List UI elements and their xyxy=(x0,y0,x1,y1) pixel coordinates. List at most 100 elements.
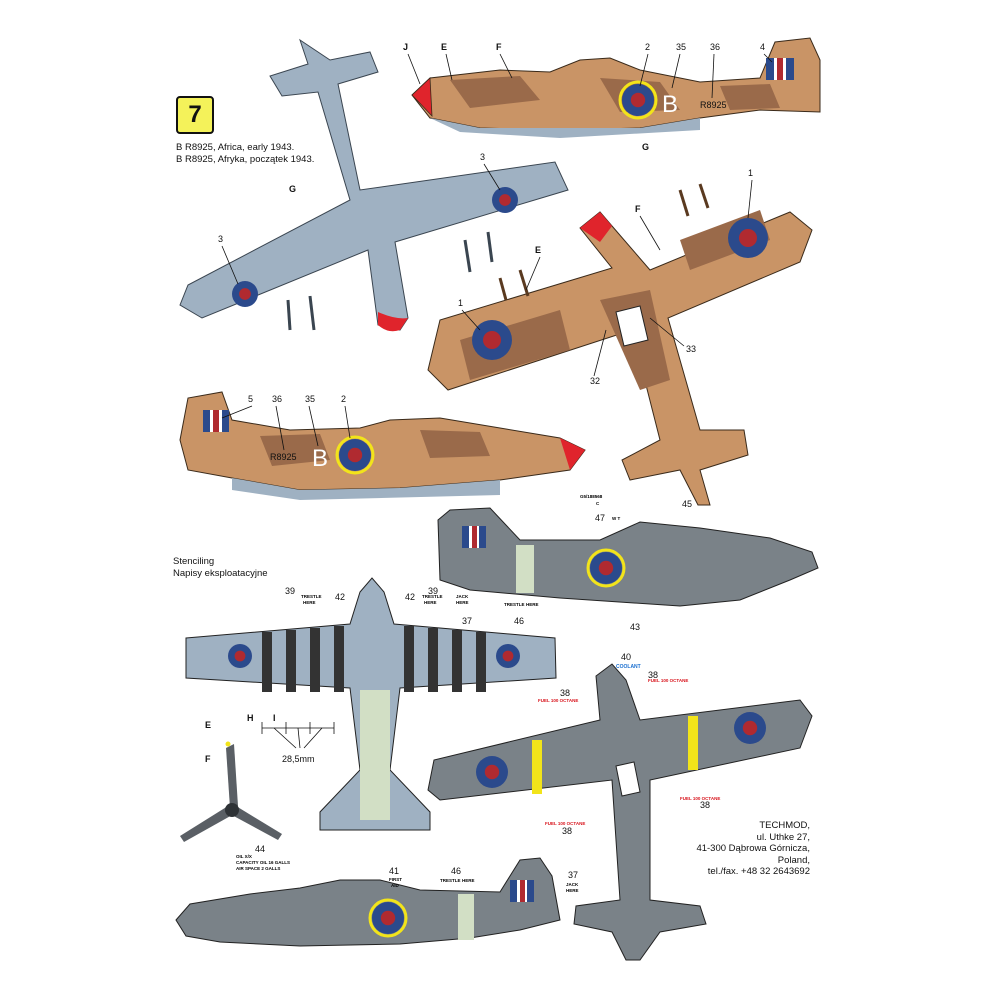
callout-g-underside: G xyxy=(289,184,296,194)
stencil-trestle-right-2: HERE xyxy=(424,600,437,605)
callout-e-plan: E xyxy=(535,245,541,255)
stencil-port-profile xyxy=(437,507,819,607)
callout-f-propeller: F xyxy=(205,754,211,764)
stencil-heading-polish: Napisy eksploatacyjne xyxy=(173,568,268,579)
caption-polish: B R8925, Afryka, początek 1943. xyxy=(176,154,315,165)
stencil-jack-1: JACK xyxy=(456,594,469,599)
underside-plan-view xyxy=(179,38,569,332)
stencil-heading-english: Stenciling xyxy=(173,556,215,567)
callout-1-right: 1 xyxy=(748,168,753,178)
callout-41: 41 xyxy=(389,866,399,876)
callout-1-left: 1 xyxy=(458,298,463,308)
stencil-port-roundel xyxy=(590,552,622,584)
callout-j: J xyxy=(403,42,408,52)
stencil-starboard-profile xyxy=(175,857,561,947)
profile-number: 7 xyxy=(188,101,202,128)
profile-caption: B R8925, Africa, early 1943. B R8925, Af… xyxy=(176,142,314,166)
port-serial: R8925 xyxy=(700,100,727,110)
stencil-trestle-port-here: HERE xyxy=(526,602,539,607)
callout-42-right: 42 xyxy=(405,592,415,602)
stencil-coolant: COOLANT xyxy=(616,664,641,670)
callout-h: H xyxy=(247,713,254,723)
stencil-underside-roundel-right xyxy=(496,644,520,668)
callout-38-bottom-right: 38 xyxy=(700,800,710,810)
stencil-fuel-2: FUEL 100 OCTANE xyxy=(648,678,688,683)
callout-40: 40 xyxy=(621,652,631,662)
port-profile-desert: B R8925 xyxy=(411,37,821,138)
upper-roundel-right xyxy=(728,218,768,258)
callout-i: I xyxy=(273,713,276,723)
callout-35-top: 35 xyxy=(676,42,686,52)
callout-33: 33 xyxy=(686,344,696,354)
starboard-code-letter: B xyxy=(312,445,328,472)
callout-32: 32 xyxy=(590,376,600,386)
stencil-trestle-left-1: TRESTLE xyxy=(301,594,322,599)
stencil-first-aid-2: AID xyxy=(391,883,400,888)
stencil-heading: Stenciling Napisy eksploatacyjne xyxy=(173,556,268,580)
callout-44: 44 xyxy=(255,844,265,854)
underside-roundel-left xyxy=(232,281,258,307)
invasion-stripes xyxy=(262,626,486,692)
callout-e-top: E xyxy=(441,42,447,52)
stencil-starboard-roundel xyxy=(372,902,404,934)
stencil-trestle-starboard-2: HERE xyxy=(462,878,475,883)
callout-38-bottom-left: 38 xyxy=(562,826,572,836)
upper-roundel-left xyxy=(472,320,512,360)
callout-38-top-left: 38 xyxy=(560,688,570,698)
stencil-underside-roundel-left xyxy=(228,644,252,668)
callout-36-top: 36 xyxy=(710,42,720,52)
callout-46-port: 46 xyxy=(514,616,524,626)
stencil-fuel-3: FUEL 100 OCTANE xyxy=(680,796,720,801)
callout-46-starboard: 46 xyxy=(451,866,461,876)
callout-3-left: 3 xyxy=(218,234,223,244)
stencil-fuel-1: FUEL 100 OCTANE xyxy=(538,698,578,703)
callout-38-top-right: 38 xyxy=(648,670,658,680)
manufacturer-address: TECHMOD, ul. Uthke 27, 41-300 Dąbrowa Gó… xyxy=(650,820,810,878)
stencil-upper-roundel-left xyxy=(476,756,508,788)
callout-39-right: 39 xyxy=(428,586,438,596)
stencil-jack-starboard-1: JACK xyxy=(566,882,579,887)
stencil-weight-code-c: C xyxy=(596,501,600,506)
starboard-profile-roundel xyxy=(339,439,371,471)
stencil-oil-3: AIR SPACE 2 GALLS xyxy=(236,866,280,871)
callout-37-underside: 37 xyxy=(462,616,472,626)
stencil-weight-code: G5/188568 xyxy=(580,494,603,499)
profile-number-badge: 7 xyxy=(176,96,214,134)
stencil-trestle-starboard-1: TRESTLE xyxy=(440,878,461,883)
stencil-upper-view xyxy=(427,663,813,961)
manufacturer-country: Poland, xyxy=(777,854,810,866)
manufacturer-street: ul. Uthke 27, xyxy=(756,831,810,843)
stencil-oil-1: OIL X/X xyxy=(236,854,252,859)
stencil-trestle-port: TRESTLE xyxy=(504,602,525,607)
manufacturer-city: 41-300 Dąbrowa Górnicza, xyxy=(696,843,810,854)
callout-42-left: 42 xyxy=(335,592,345,602)
callout-2-bottom: 2 xyxy=(341,394,346,404)
callout-37-starboard: 37 xyxy=(568,870,578,880)
starboard-serial: R8925 xyxy=(270,452,297,462)
callout-5: 5 xyxy=(248,394,253,404)
callout-f-top: F xyxy=(496,42,502,52)
callout-4: 4 xyxy=(760,42,765,52)
callout-g-profile: G xyxy=(642,142,649,152)
caption-english: B R8925, Africa, early 1943. xyxy=(176,142,295,153)
stencil-upper-roundel-right xyxy=(734,712,766,744)
stencil-oil-2: CAPACITY OIL 16 GALLS xyxy=(236,860,290,865)
manufacturer-name: TECHMOD, xyxy=(759,820,810,831)
leader-lines xyxy=(221,53,773,451)
dimension-28-5mm: 28,5mm xyxy=(282,754,315,764)
callout-e-propeller: E xyxy=(205,720,211,730)
upper-plan-view-desert xyxy=(427,183,813,506)
stencil-underside-view xyxy=(185,577,557,831)
port-code-letter: B xyxy=(662,91,678,118)
callout-39-left: 39 xyxy=(285,586,295,596)
stencil-trestle-left-2: HERE xyxy=(303,600,316,605)
stencil-jack-starboard-2: HERE xyxy=(566,888,579,893)
manufacturer-phone: tel./fax. +48 32 2643692 xyxy=(707,866,810,877)
callout-47: 47 xyxy=(595,513,605,523)
callout-45: 45 xyxy=(682,499,692,509)
callout-35-bottom: 35 xyxy=(305,394,315,404)
port-profile-roundel xyxy=(622,84,654,116)
stencil-wt: W T xyxy=(612,516,620,521)
starboard-profile-desert: B R8925 xyxy=(179,391,586,500)
